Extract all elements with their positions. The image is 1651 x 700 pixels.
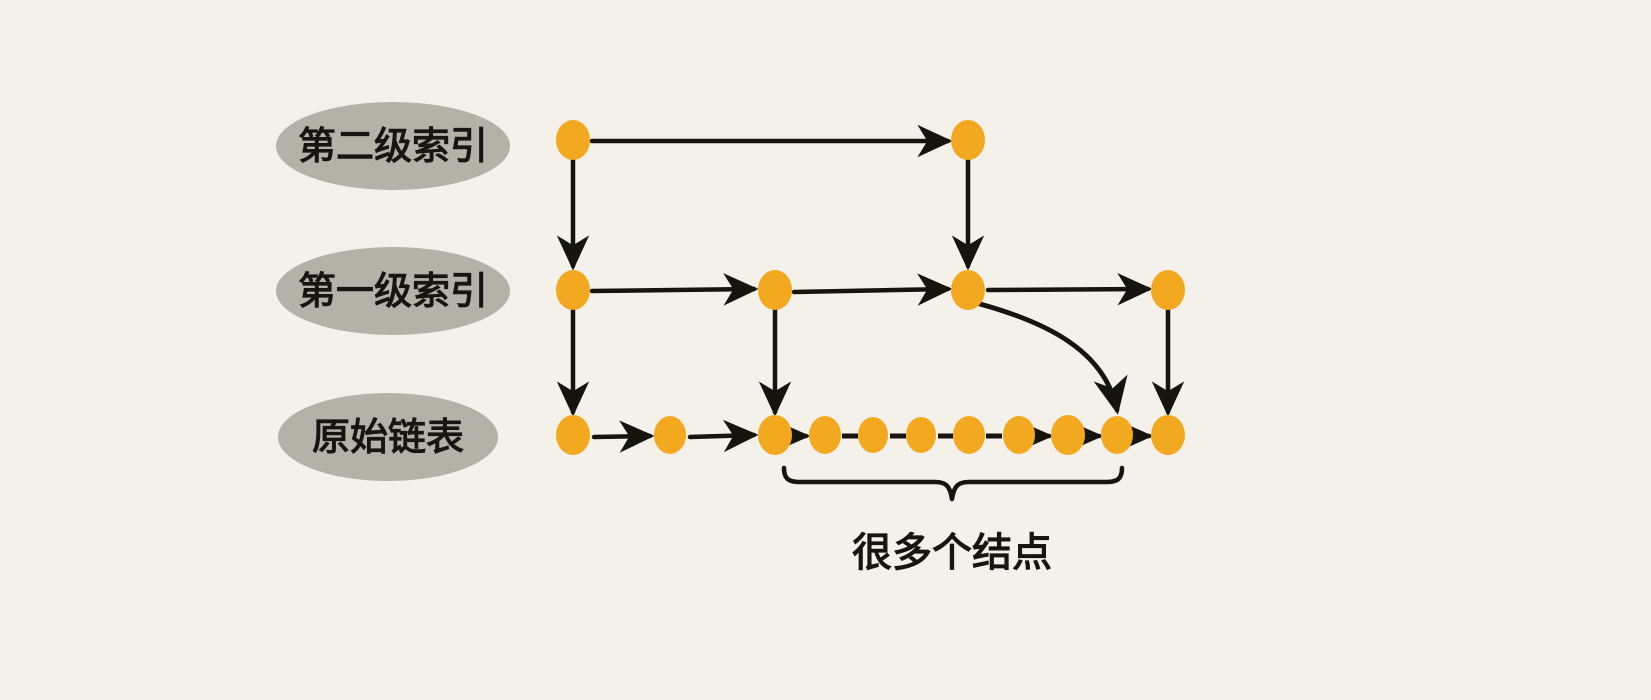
- curved-arrow-l1n3-to-l0n10: [977, 301, 1128, 415]
- level-label-group-original-linked-list[interactable]: 原始链表: [278, 393, 498, 481]
- arrow-l1-n2-to-n3: [791, 273, 953, 306]
- annotation-label: 很多个结点: [852, 530, 1052, 576]
- node-row-original-linked-list: [556, 415, 1185, 455]
- pill-shape-level-2-index: [276, 102, 510, 190]
- node-l0-5[interactable]: [858, 417, 888, 453]
- node-l0-1[interactable]: [556, 415, 590, 455]
- arrow-l1-n1-to-n2: [589, 273, 759, 306]
- node-row-level-1-index: [556, 270, 1185, 310]
- vertical-arrows-group: [556, 157, 1185, 417]
- pill-shape-level-1-index: [276, 247, 510, 335]
- node-l0-4[interactable]: [809, 416, 841, 454]
- curly-brace: [781, 465, 1125, 502]
- pill-shape-original-linked-list: [278, 393, 498, 481]
- node-l0-9[interactable]: [1051, 415, 1085, 455]
- node-l0-10[interactable]: [1101, 416, 1133, 454]
- level-label-group-level-1-index[interactable]: 第一级索引: [276, 247, 510, 335]
- level-label-original-linked-list: 原始链表: [312, 415, 464, 459]
- node-l2-1[interactable]: [556, 120, 590, 160]
- node-l0-3[interactable]: [758, 415, 792, 455]
- node-l0-11[interactable]: [1151, 415, 1185, 455]
- arrow-l0-n1-to-n2: [591, 420, 655, 453]
- node-l2-2[interactable]: [951, 120, 985, 160]
- node-l0-6[interactable]: [906, 417, 936, 453]
- node-row-level-2-index: [556, 120, 985, 160]
- node-l0-2[interactable]: [654, 416, 686, 454]
- arrow-l1-n3-to-n4: [985, 272, 1153, 306]
- node-l0-7[interactable]: [953, 416, 985, 454]
- node-l1-4[interactable]: [1151, 270, 1185, 310]
- horizontal-arrows-group: [589, 124, 1154, 453]
- level-label-group-level-2-index[interactable]: 第二级索引: [276, 102, 510, 190]
- level-label-level-1-index: 第一级索引: [298, 269, 488, 313]
- arrow-l0-n2-to-n3: [687, 419, 759, 453]
- node-l1-2[interactable]: [758, 270, 792, 310]
- node-l0-8[interactable]: [1003, 416, 1035, 454]
- node-l1-1[interactable]: [556, 270, 590, 310]
- node-l1-3[interactable]: [951, 270, 985, 310]
- level-label-level-2-index: 第二级索引: [298, 124, 488, 168]
